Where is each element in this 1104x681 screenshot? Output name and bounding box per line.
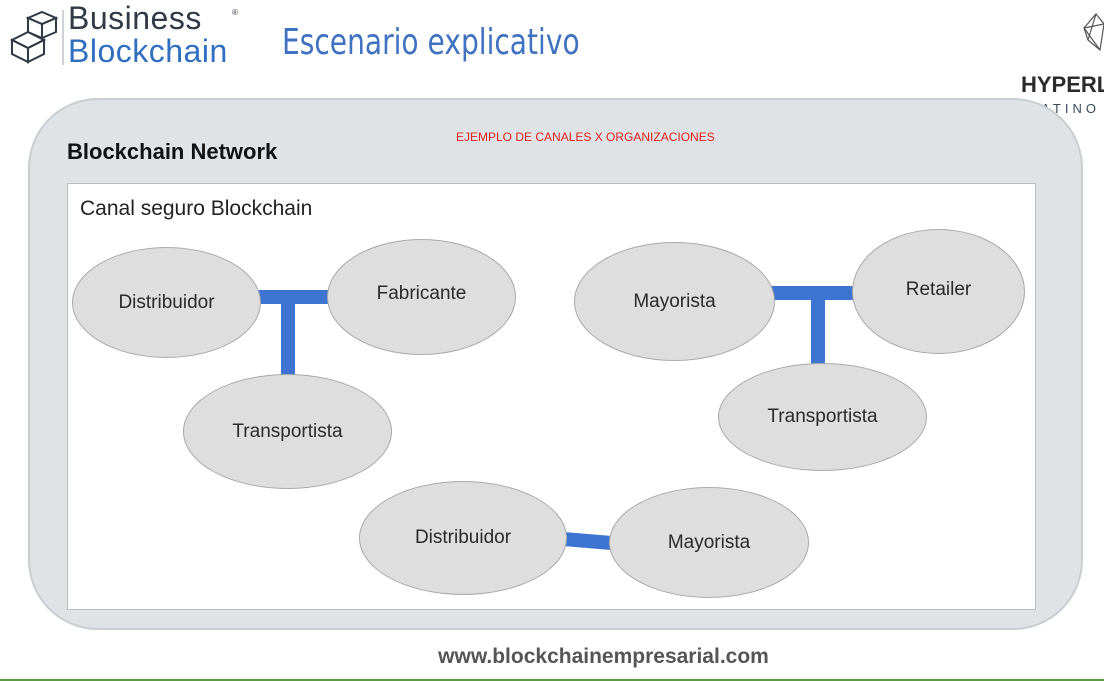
link-distribuidor-mayorista	[563, 532, 612, 550]
network-label: Blockchain Network	[67, 139, 278, 164]
node-distribuidor-b: Distribuidor	[359, 481, 567, 595]
link-to-transportista-a	[281, 296, 295, 378]
node-fabricante: Fabricante	[327, 239, 516, 355]
node-mayorista-a: Mayorista	[574, 242, 775, 361]
channel-label: Canal seguro Blockchain	[80, 197, 313, 220]
trademark-symbol: ®	[232, 8, 238, 17]
node-distribuidor-a: Distribuidor	[72, 247, 261, 358]
business-blockchain-logo-icon	[9, 10, 59, 64]
brand-name-business: Business	[68, 0, 202, 36]
slide-title: Escenario explicativo	[282, 22, 580, 63]
node-transportista-a: Transportista	[183, 374, 392, 489]
node-mayorista-b: Mayorista	[609, 487, 809, 598]
bottom-accent-line	[0, 679, 1104, 681]
footer-url: www.blockchainempresarial.com	[438, 645, 769, 668]
link-to-transportista-b	[811, 292, 825, 366]
brand-name-blockchain: Blockchain	[68, 33, 228, 69]
logo-divider	[62, 10, 64, 65]
node-transportista-b: Transportista	[718, 363, 927, 471]
example-note: EJEMPLO DE CANALES X ORGANIZACIONES	[456, 130, 715, 144]
partner-logo-text: HYPERL	[1021, 72, 1104, 97]
hyperledger-logo-icon	[1083, 13, 1104, 52]
node-retailer: Retailer	[852, 229, 1025, 354]
